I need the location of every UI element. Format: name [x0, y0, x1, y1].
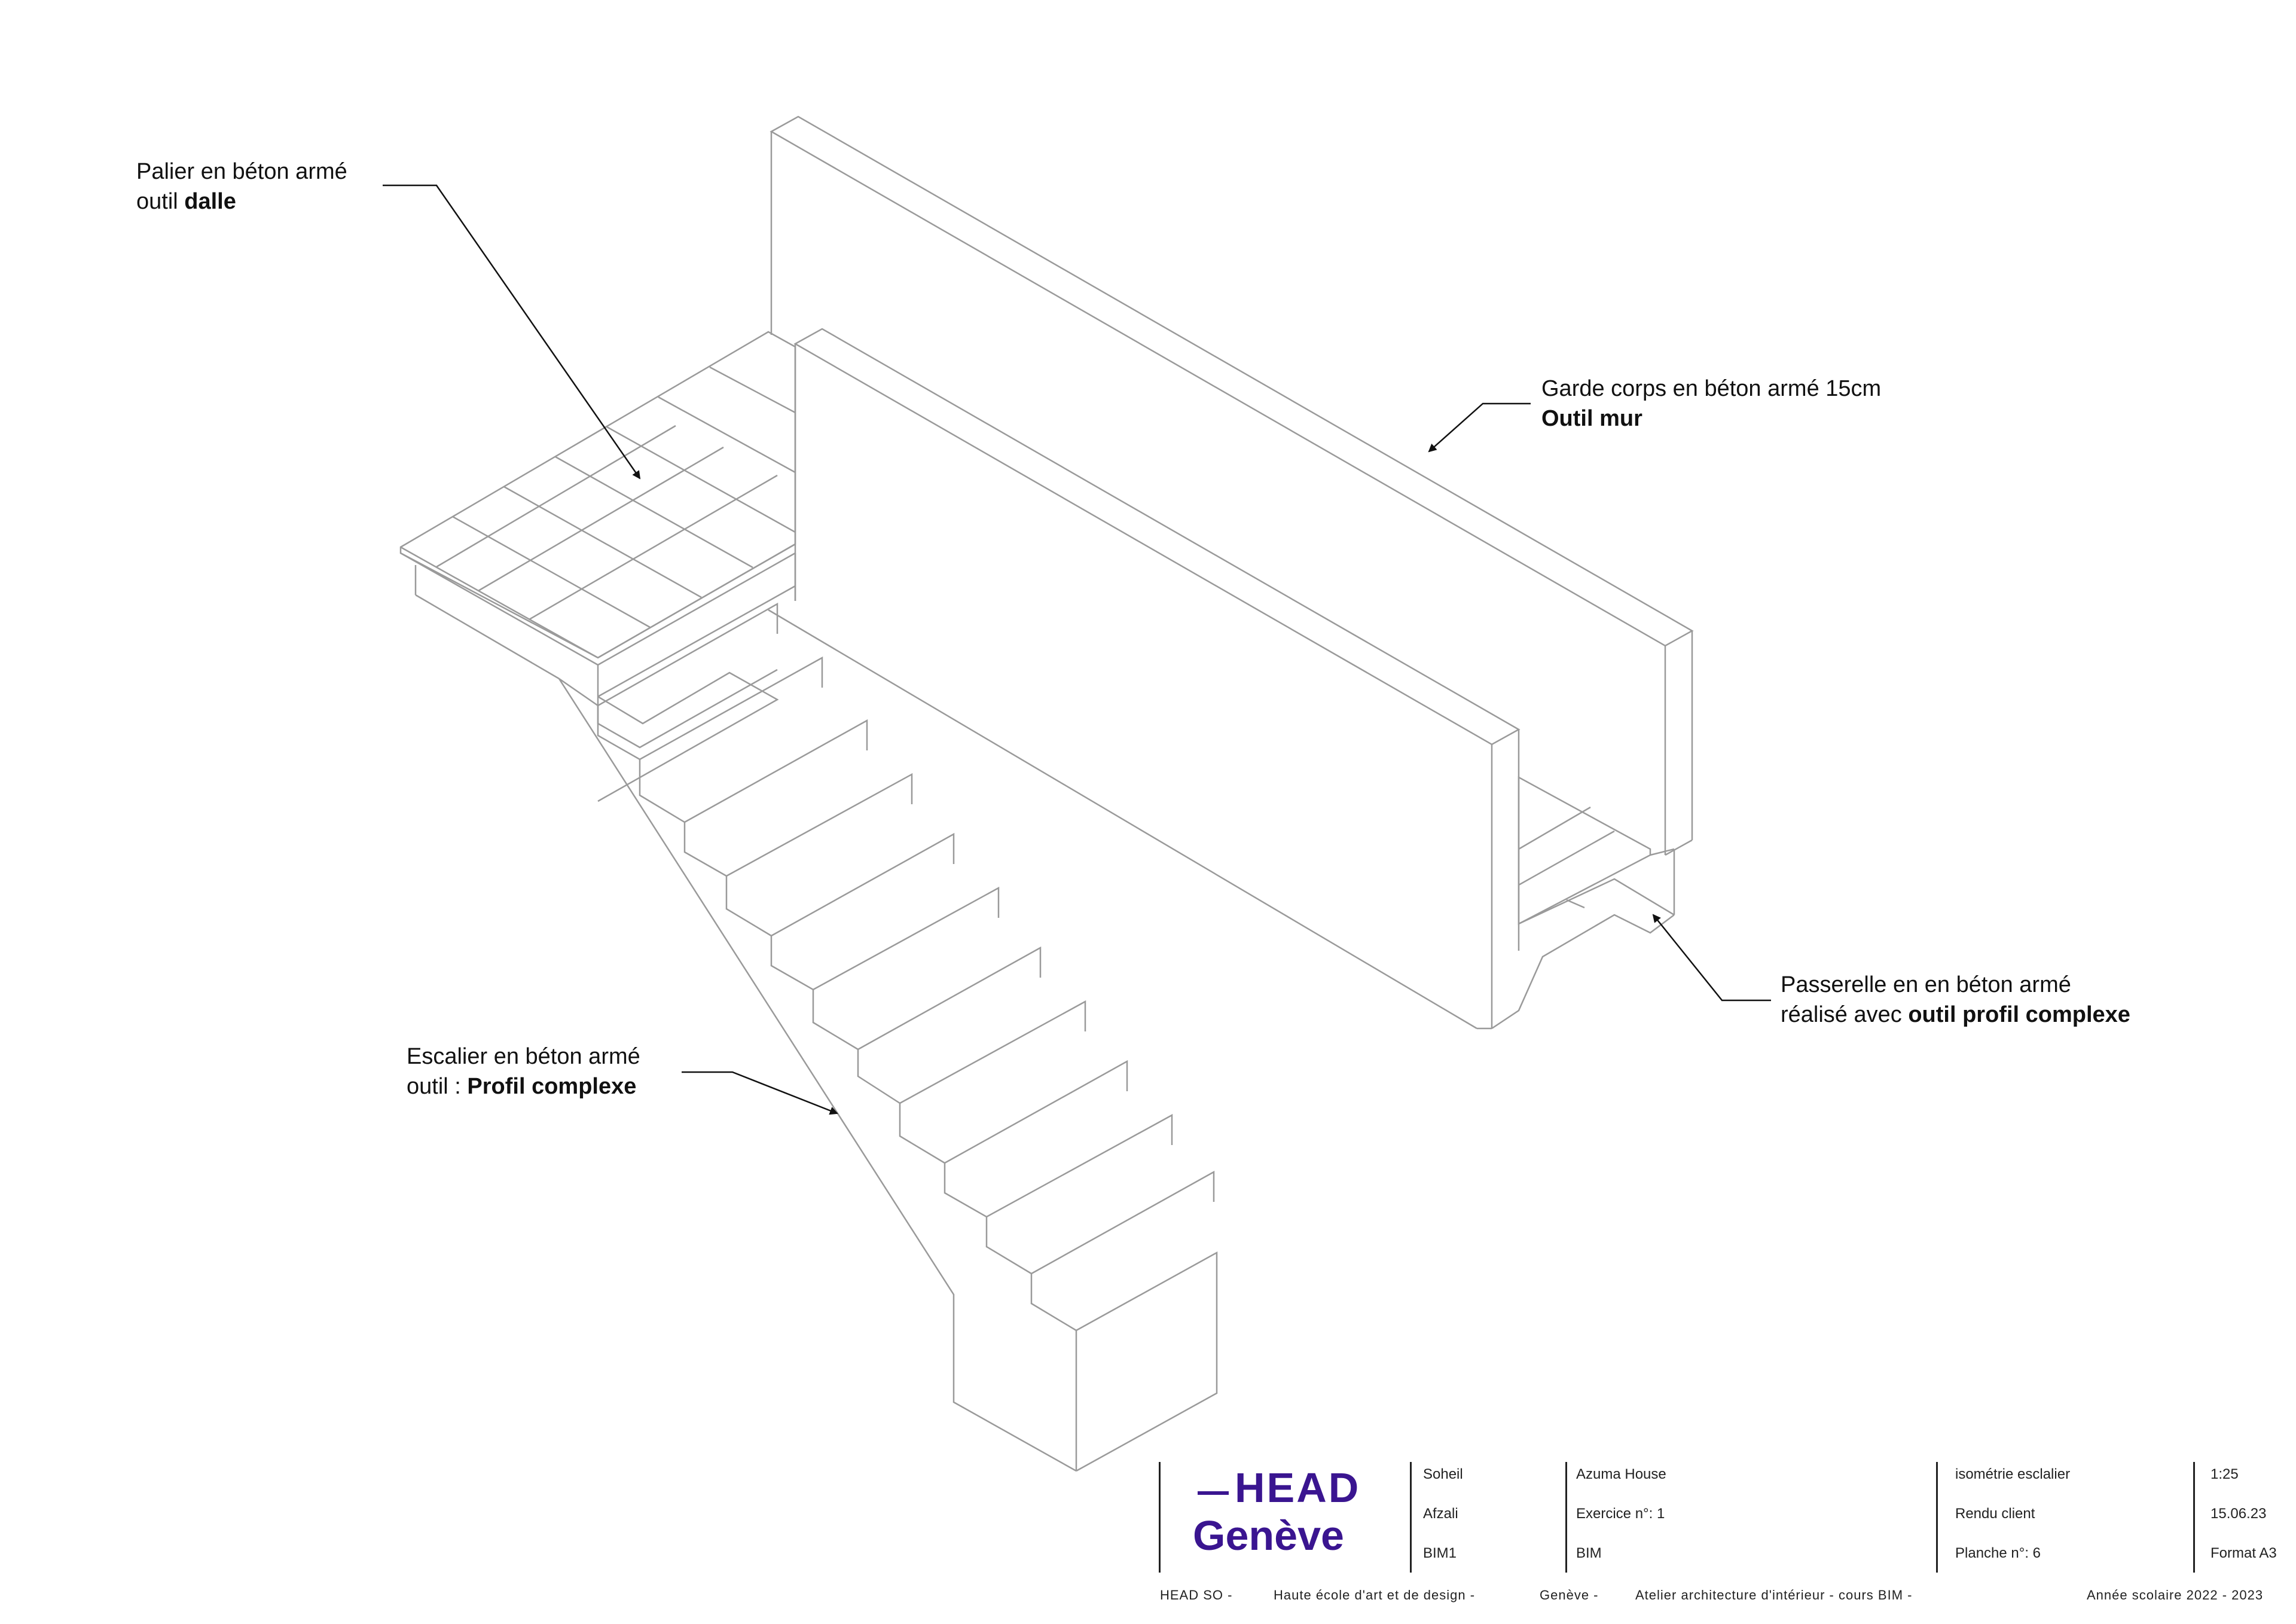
label-escalier: Escalier en béton armé outil : Profil co…	[407, 1042, 640, 1101]
drawing-title: isométrie esclalier	[1955, 1466, 2071, 1482]
landing-slab	[399, 331, 796, 698]
title-divider-3	[1936, 1462, 1938, 1573]
passerelle	[1491, 776, 1675, 1030]
leader-lines	[383, 184, 1771, 1115]
label-garde-line1: Garde corps en béton armé 15cm	[1541, 376, 1882, 401]
designer-class: BIM1	[1423, 1545, 1457, 1561]
label-escalier-line2: outil : Profil complexe	[407, 1074, 637, 1099]
course-name: BIM	[1576, 1545, 1602, 1561]
drawing-purpose: Rendu client	[1955, 1506, 2035, 1522]
title-divider-2	[1565, 1462, 1567, 1573]
label-palier-line1: Palier en béton armé	[136, 159, 347, 184]
back-wall	[770, 115, 1694, 856]
date: 15.06.23	[2210, 1506, 2267, 1522]
label-garde-line2: Outil mur	[1541, 406, 1642, 431]
footer-year: Année scolaire 2022 - 2023	[2087, 1588, 2264, 1602]
footer-school: HEAD SO -	[1160, 1588, 1233, 1602]
label-passerelle-line1: Passerelle en en béton armé	[1781, 972, 2071, 997]
logo-geneve: Genève	[1193, 1512, 1344, 1559]
designer-first-name: Soheil	[1423, 1466, 1463, 1482]
project-name: Azuma House	[1576, 1466, 1666, 1482]
staircase	[558, 602, 1218, 1472]
footer-city: Genève -	[1540, 1588, 1599, 1602]
label-palier: Palier en béton armé outil dalle	[136, 157, 347, 216]
title-divider-4	[2193, 1462, 2195, 1573]
label-garde-corps: Garde corps en béton armé 15cm Outil mur	[1541, 374, 1881, 434]
designer-last-name: Afzali	[1423, 1506, 1458, 1522]
label-escalier-line1: Escalier en béton armé	[407, 1044, 640, 1069]
label-palier-line2: outil dalle	[136, 189, 236, 214]
label-passerelle: Passerelle en en béton armé réalisé avec…	[1781, 970, 2130, 1030]
logo-head: HEAD	[1235, 1464, 1361, 1511]
sheet-number: Planche n°: 6	[1955, 1545, 2041, 1561]
footer-description: Haute école d'art et de design -	[1274, 1588, 1476, 1602]
paper-format: Format A3	[2210, 1545, 2277, 1561]
logo-dash	[1198, 1491, 1229, 1495]
front-wall	[768, 328, 1521, 1030]
title-divider-1	[1410, 1462, 1412, 1573]
label-passerelle-line2: réalisé avec outil profil complexe	[1781, 1002, 2130, 1027]
exercise-number: Exercice n°: 1	[1576, 1506, 1665, 1522]
scale: 1:25	[2210, 1466, 2239, 1482]
title-divider-0	[1159, 1462, 1161, 1573]
footer-atelier: Atelier architecture d'intérieur - cours…	[1635, 1588, 1913, 1602]
